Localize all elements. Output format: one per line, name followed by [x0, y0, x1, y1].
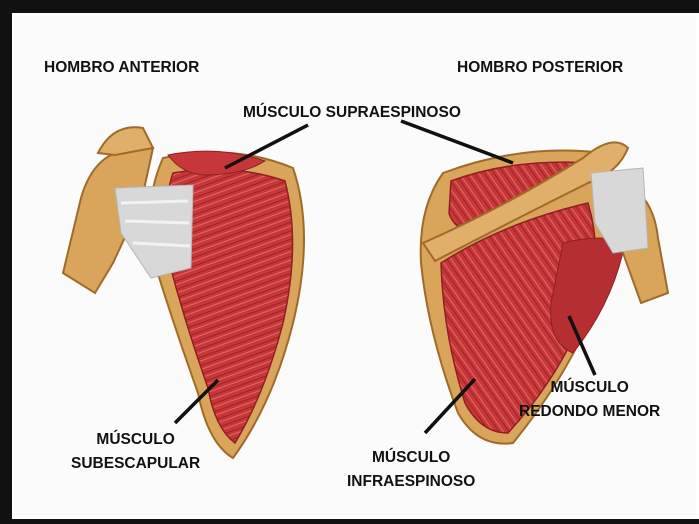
teres-minor-muscle — [551, 238, 625, 353]
redondo-line1: MÚSCULO — [519, 376, 660, 400]
infraespinoso-line1: MÚSCULO — [347, 446, 475, 470]
supraespinoso-label: MÚSCULO SUPRAESPINOSO — [243, 101, 461, 125]
anterior-title: HOMBRO ANTERIOR — [44, 56, 199, 80]
subescapular-line2: SUBESCAPULAR — [71, 452, 200, 476]
anterior-shoulder-drawing — [63, 127, 304, 458]
diagram-canvas: HOMBRO ANTERIOR HOMBRO POSTERIOR MÚSCULO… — [12, 13, 699, 519]
redondo-label: MÚSCULO REDONDO MENOR — [519, 376, 660, 424]
anterior-tendon — [115, 185, 193, 278]
redondo-line2: REDONDO MENOR — [519, 400, 660, 424]
subescapular-label: MÚSCULO SUBESCAPULAR — [71, 428, 200, 476]
supraespinoso-leader-right — [401, 121, 513, 163]
subescapular-line1: MÚSCULO — [71, 428, 200, 452]
infraespinoso-line2: INFRAESPINOSO — [347, 470, 475, 494]
infraespinoso-label: MÚSCULO INFRAESPINOSO — [347, 446, 475, 494]
posterior-title: HOMBRO POSTERIOR — [457, 56, 623, 80]
